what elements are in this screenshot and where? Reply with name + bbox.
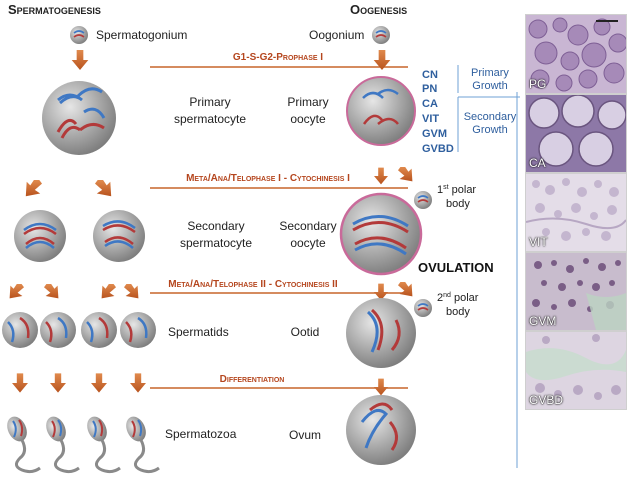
arrow-diag-left-icon [101, 284, 116, 299]
arrow-down-icon [130, 373, 146, 393]
primary-oocyte-label-1: Primary [287, 95, 328, 109]
ootid-cell [346, 298, 416, 368]
spermatogenesis-title: Spermatogenesis [8, 2, 101, 17]
arrow-diag-left-icon [9, 284, 24, 299]
arrow-down-icon [374, 378, 388, 396]
panel-label-pg: PG [529, 77, 547, 91]
secondary-oocyte-label-2: oocyte [290, 236, 326, 250]
phase-label-1: G1-S-G2-Prophase I [233, 52, 323, 63]
ovum-cell [346, 395, 416, 465]
second-polar-body-label-2: body [446, 306, 470, 318]
spermatids-label: Spermatids [168, 325, 229, 339]
phase-label-4: Differentiation [220, 374, 285, 385]
second-polar-body [414, 299, 432, 317]
oogonium-label: Oogonium [309, 28, 364, 42]
oogenesis-title: Oogenesis [350, 2, 407, 17]
spermatozoon [46, 416, 80, 474]
primary-growth-label-1: Primary [471, 67, 509, 79]
primary-spermatocyte-label-1: Primary [189, 95, 230, 109]
first-polar-body-label: 1st polar [437, 184, 476, 196]
stage-vit: VIT [422, 113, 439, 125]
secondary-spermatocyte-cell [14, 210, 66, 262]
stage-gvbd: GVBD [422, 143, 454, 155]
spermatozoon [87, 416, 121, 474]
spermatid-cell [81, 312, 117, 348]
ovum-label: Ovum [289, 428, 321, 442]
spermatid-cell [120, 312, 156, 348]
arrow-diag-right-icon [44, 284, 59, 299]
arrow-diag-right-icon [398, 282, 413, 297]
stage-ca: CA [422, 98, 438, 110]
spermatozoon [7, 416, 41, 474]
arrow-diag-right-icon [95, 180, 112, 197]
arrow-down-icon [50, 373, 66, 393]
arrow-down-icon [374, 167, 388, 185]
secondary-spermatocyte-cell [93, 210, 145, 262]
secondary-growth-label-2: Growth [472, 124, 507, 136]
panel-label-ca: CA [529, 156, 546, 170]
spermatid-cell [40, 312, 76, 348]
spermatozoon [126, 416, 160, 474]
arrow-diag-right-icon [124, 284, 139, 299]
phase-label-3: Meta/Ana/Telophase II - Cytochinesis II [168, 279, 338, 290]
spermatid-cell [2, 312, 38, 348]
spermatozoa-label: Spermatozoa [165, 427, 237, 441]
arrow-down-icon [12, 373, 28, 393]
secondary-spermatocyte-label-2: spermatocyte [180, 236, 252, 250]
arrow-down-icon [71, 50, 89, 70]
panel-label-gvbd: GVBD [529, 393, 564, 407]
histology-panel-pg: PG [525, 14, 627, 94]
stage-pn: PN [422, 83, 437, 95]
primary-oocyte-cell [346, 76, 416, 146]
secondary-oocyte-label-1: Secondary [279, 219, 336, 233]
panel-label-vit: VIT [529, 235, 548, 249]
secondary-oocyte-cell [339, 192, 423, 276]
histology-panel-gvbd: GVBD [525, 331, 627, 410]
panel-label-gvm: GVM [529, 314, 557, 328]
primary-spermatocyte-cell [42, 81, 116, 155]
arrow-diag-right-icon [398, 167, 413, 182]
primary-spermatocyte-label-2: spermatocyte [174, 112, 246, 126]
arrow-down-icon [91, 373, 107, 393]
arrow-down-icon [374, 283, 388, 301]
phase-label-2: Meta/Ana/Telophase I - Cytochinesis I [186, 173, 350, 184]
ootid-label: Ootid [291, 325, 320, 339]
first-polar-body-label-2: body [446, 198, 470, 210]
histology-panel-vit: VIT [525, 173, 627, 252]
secondary-growth-label-1: Secondary [464, 111, 517, 123]
stage-gvm: GVM [422, 128, 447, 140]
primary-growth-label-2: Growth [472, 80, 507, 92]
stage-cn: CN [422, 69, 438, 81]
arrow-diag-left-icon [25, 180, 42, 197]
oogonium-cell [372, 26, 390, 44]
spermatogonium-cell [70, 26, 88, 44]
first-polar-body [414, 191, 432, 209]
histology-panel-ca: CA [525, 94, 627, 173]
secondary-spermatocyte-label-1: Secondary [187, 219, 244, 233]
histology-panel-gvm: GVM [525, 252, 627, 331]
ovulation-label: OVULATION [418, 260, 494, 275]
spermatogonium-label: Spermatogonium [96, 28, 187, 42]
primary-oocyte-label-2: oocyte [290, 112, 326, 126]
second-polar-body-label: 2nd polar [437, 292, 479, 304]
